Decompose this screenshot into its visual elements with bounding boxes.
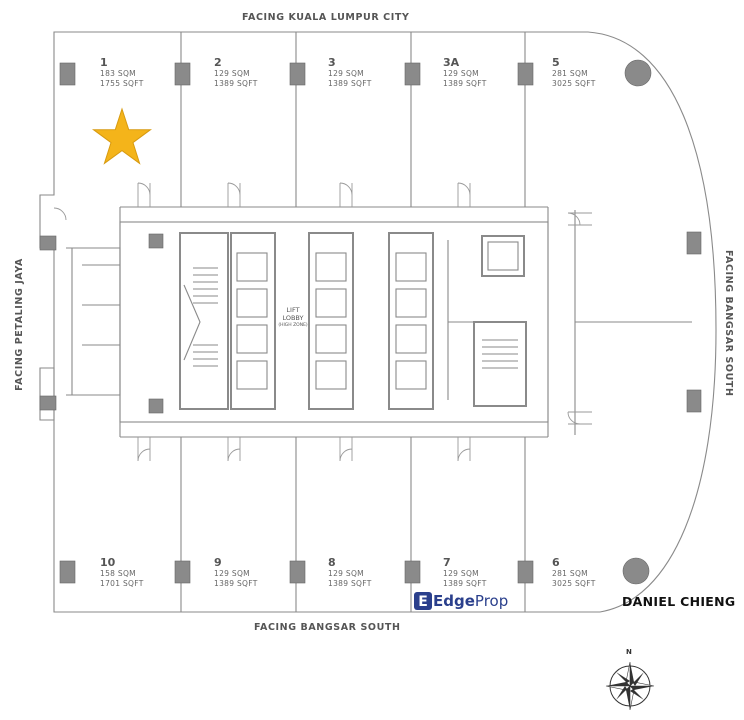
column [148,233,164,249]
unit-number: 8 [328,556,336,569]
unit-sqft: 1389 SQFT [328,79,372,88]
facing-label-right: FACING BANGSAR SOUTH [723,250,734,397]
unit-sqm: 129 SQM [328,569,364,578]
unit-sqft: 3025 SQFT [552,79,596,88]
highlight-star-icon [91,107,153,165]
unit-sqft: 3025 SQFT [552,579,596,588]
unit-number: 9 [214,556,222,569]
svg-text:E: E [418,594,428,610]
compass-north-label: N [626,648,632,656]
unit-3: 3 129 SQM 1389 SQFT [328,56,372,89]
unit-number: 1 [100,56,108,69]
brand-edge: Edge [433,592,475,610]
unit-sqft: 1701 SQFT [100,579,144,588]
unit-sqm: 183 SQM [100,69,136,78]
unit-number: 6 [552,556,560,569]
column [39,395,57,411]
core-outline [119,221,549,423]
unit-sqm: 129 SQM [214,69,250,78]
unit-10: 10 158 SQM 1701 SQFT [100,556,144,589]
unit-sqft: 1389 SQFT [443,579,487,588]
lift-lobby-label: LIFT LOBBY (HIGH ZONE) [277,306,309,330]
unit-sqm: 129 SQM [328,69,364,78]
agent-name: DANIEL CHIENG [622,594,736,609]
column [289,62,306,86]
column [404,560,421,584]
unit-sqm: 281 SQM [552,69,588,78]
edgeprop-logo-icon: E [414,592,432,610]
unit-number: 2 [214,56,222,69]
unit-number: 3A [443,56,460,69]
unit-sqm: 158 SQM [100,569,136,578]
unit-sqm: 129 SQM [443,569,479,578]
column [39,235,57,251]
unit-sqft: 1389 SQFT [214,579,258,588]
unit-number: 7 [443,556,451,569]
unit-7: 7 129 SQM 1389 SQFT [443,556,487,589]
unit-1: 1 183 SQM 1755 SQFT [100,56,144,89]
unit-sqft: 1389 SQFT [214,79,258,88]
facing-label-left: FACING PETALING JAYA [14,258,25,391]
unit-9: 9 129 SQM 1389 SQFT [214,556,258,589]
unit-number: 10 [100,556,116,569]
outer-boundary [39,31,717,613]
lift-lobby-line2: LOBBY [282,314,304,322]
facing-label-bottom: FACING BANGSAR SOUTH [254,622,401,633]
unit-number: 3 [328,56,336,69]
column [289,560,306,584]
brand-prop: Prop [474,592,509,610]
column [404,62,421,86]
unit-sqm: 129 SQM [214,569,250,578]
column [517,62,534,86]
column [686,389,702,413]
unit-sqft: 1755 SQFT [100,79,144,88]
unit-2: 2 129 SQM 1389 SQFT [214,56,258,89]
column [174,62,191,86]
column [59,560,76,584]
edgeprop-watermark: EdgeProp [433,592,508,610]
unit-sqm: 281 SQM [552,569,588,578]
compass-rose-icon [605,661,655,711]
round-column [624,59,652,87]
column [686,231,702,255]
unit-sqft: 1389 SQFT [328,579,372,588]
unit-8: 8 129 SQM 1389 SQFT [328,556,372,589]
unit-number: 5 [552,56,560,69]
column [59,62,76,86]
unit-3a: 3A 129 SQM 1389 SQFT [443,56,487,89]
column [148,398,164,414]
facing-label-top: FACING KUALA LUMPUR CITY [242,12,410,23]
lift-lobby-line3: (HIGH ZONE) [278,323,308,328]
unit-5: 5 281 SQM 3025 SQFT [552,56,596,89]
unit-sqm: 129 SQM [443,69,479,78]
lift-lobby-line1: LIFT [286,306,300,314]
column [174,560,191,584]
unit-sqft: 1389 SQFT [443,79,487,88]
round-column [622,557,650,585]
unit-6: 6 281 SQM 3025 SQFT [552,556,596,589]
column [517,560,534,584]
